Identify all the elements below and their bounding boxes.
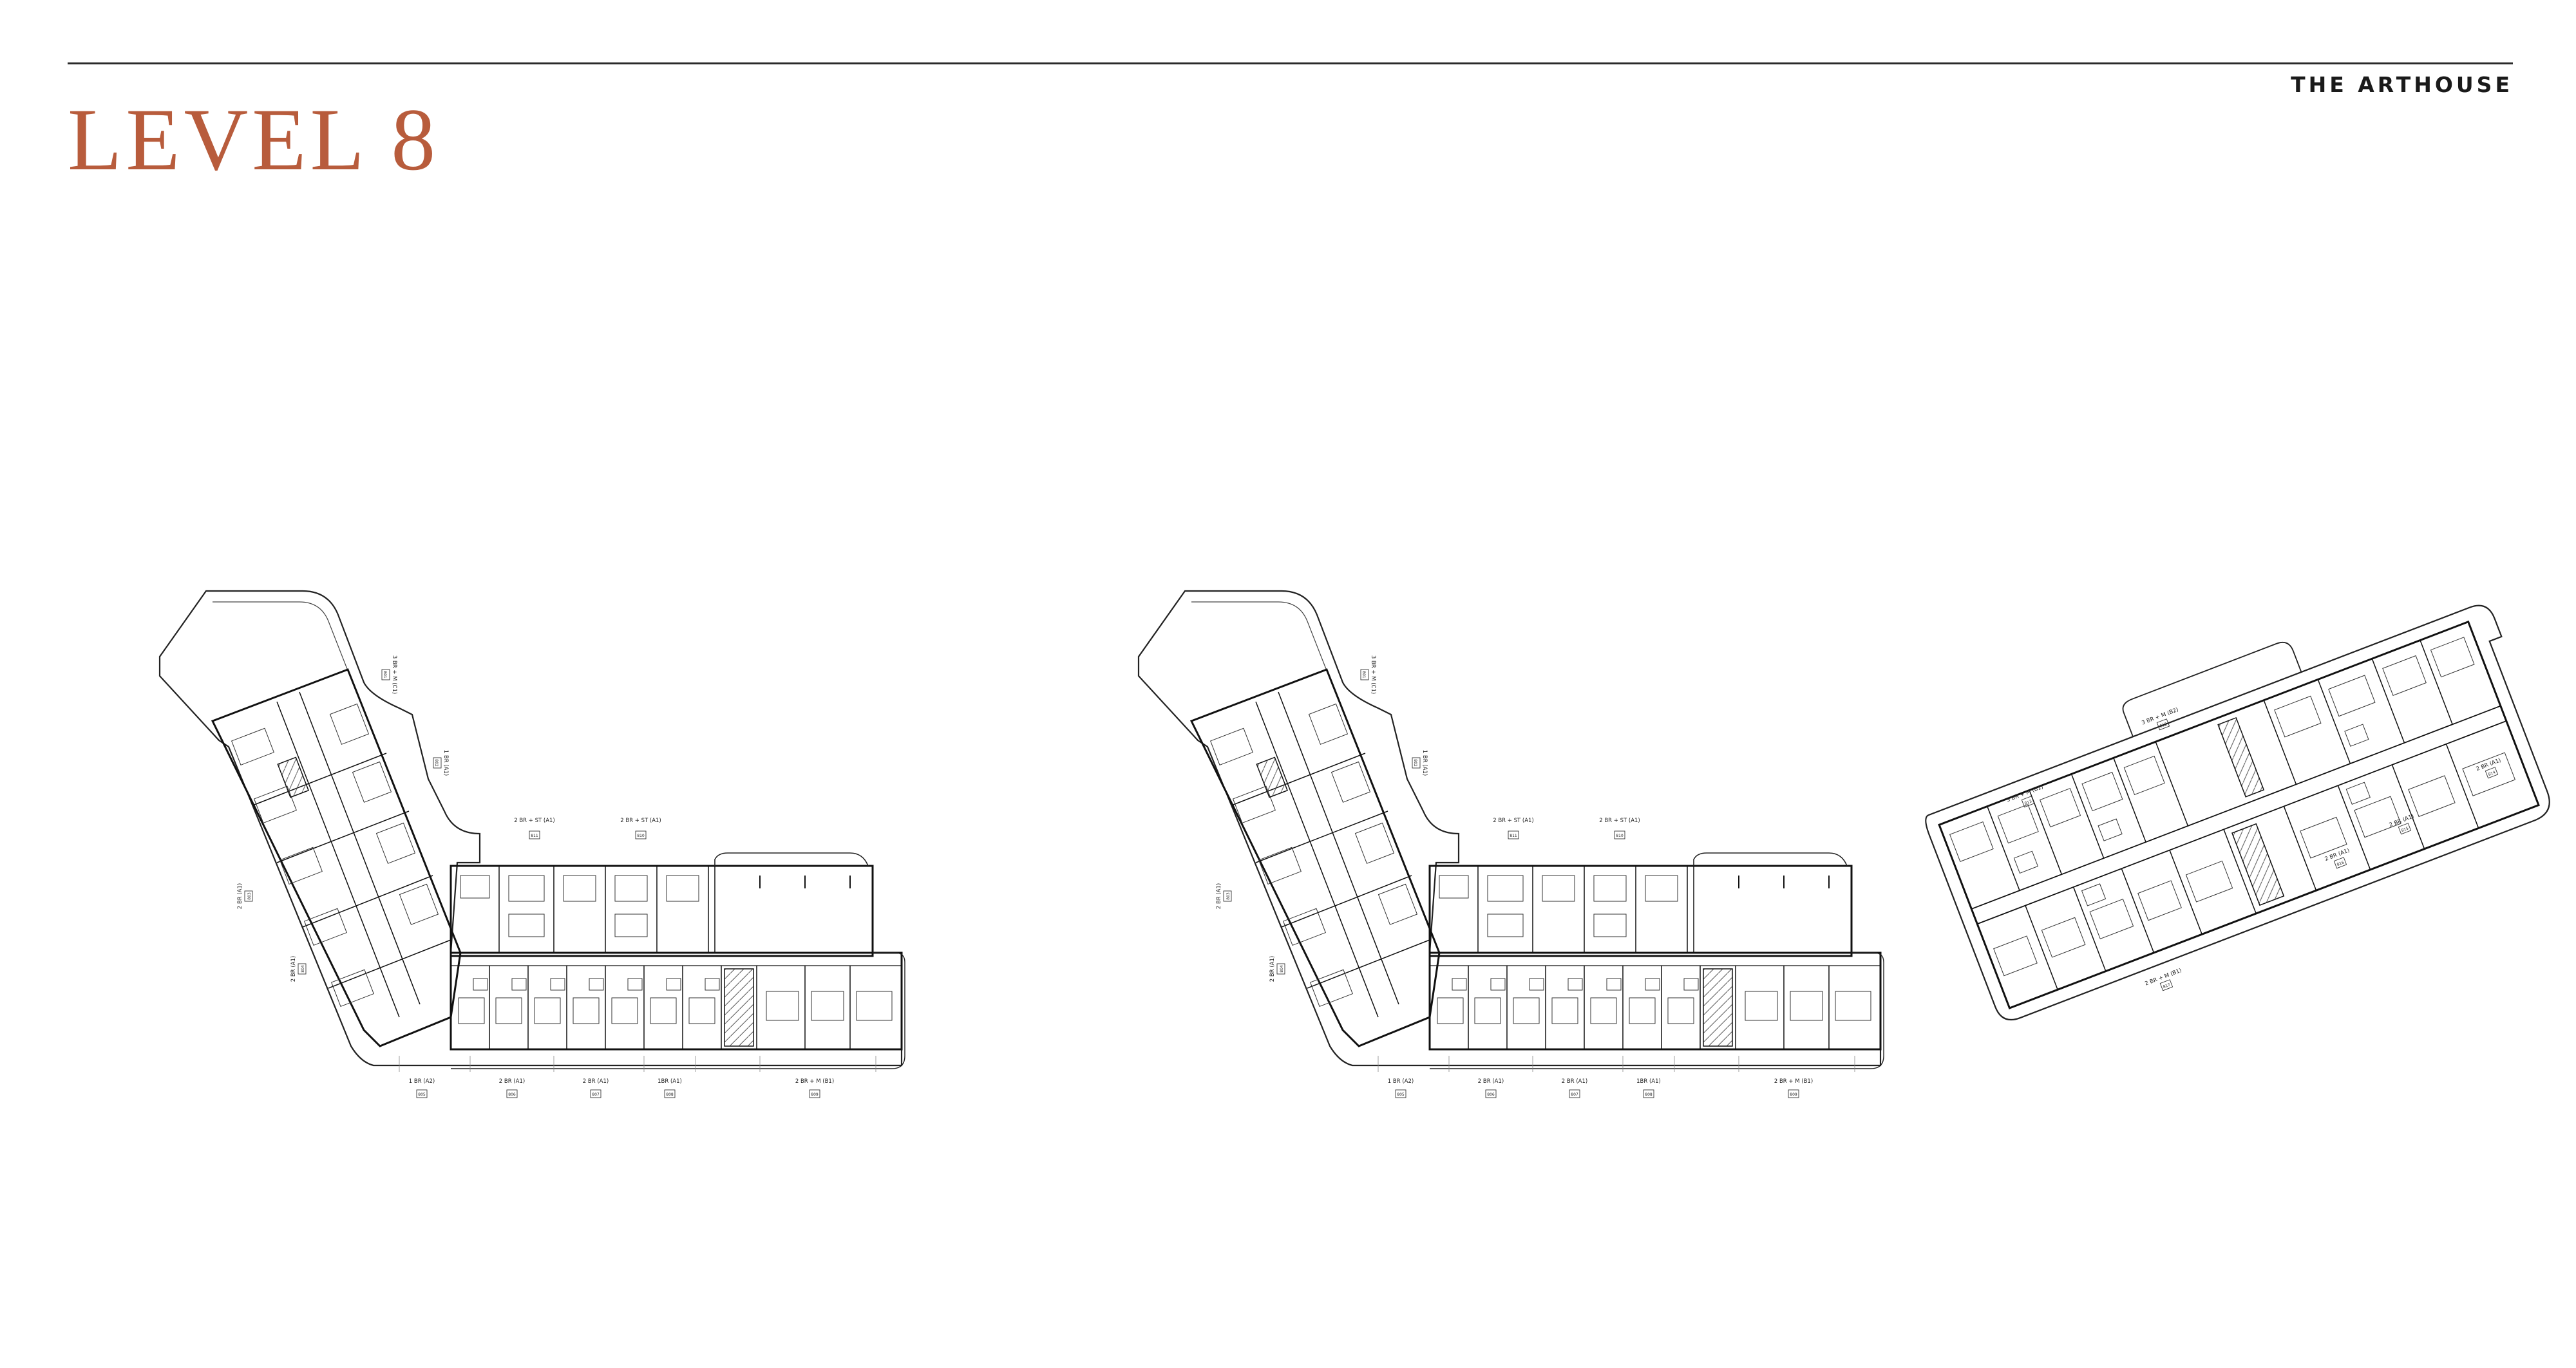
svg-text:2 BR (A1): 2 BR (A1) — [1562, 1078, 1587, 1085]
svg-text:808: 808 — [1645, 1092, 1653, 1097]
unit-label: 3 BR + M (B1) 813 — [2005, 784, 2044, 808]
svg-text:810: 810 — [637, 834, 645, 838]
unit-label: 2 BR (A1) 804 — [290, 956, 307, 982]
top-rule — [68, 62, 2513, 64]
unit-label: 1BR (A1) 808 — [1636, 1078, 1661, 1098]
plan-wing-left: 2 BR + ST (A1) 811 2 BR + ST (A1) 810 1 … — [158, 590, 906, 1098]
unit-label: 2 BR + ST (A1) 810 — [1599, 818, 1640, 839]
svg-text:801: 801 — [1361, 671, 1366, 679]
unit-label: 2 BR (A1) 814 — [2476, 757, 2502, 779]
svg-text:2 BR + ST (A1): 2 BR + ST (A1) — [514, 818, 555, 824]
unit-label: 2 BR (A1) 807 — [1562, 1078, 1587, 1098]
unit-label: 2 BR + M (B1) 809 — [1774, 1078, 1813, 1098]
svg-text:3 BR + M (C1): 3 BR + M (C1) — [391, 655, 397, 694]
svg-text:815: 815 — [2401, 826, 2409, 833]
unit-label: 2 BR + ST (A1) 811 — [514, 818, 555, 839]
svg-text:813: 813 — [2024, 799, 2032, 806]
svg-text:2 BR + ST (A1): 2 BR + ST (A1) — [620, 818, 661, 824]
svg-text:2 BR + M (B1): 2 BR + M (B1) — [795, 1078, 834, 1085]
svg-text:814: 814 — [2488, 770, 2496, 777]
unit-label: 2 BR (A1) 816 — [2324, 847, 2351, 869]
svg-text:2 BR (A1): 2 BR (A1) — [499, 1078, 525, 1085]
unit-label: 2 BR (A1) 806 — [1478, 1078, 1504, 1098]
svg-text:1 BR (A2): 1 BR (A2) — [409, 1078, 435, 1085]
svg-text:804: 804 — [301, 965, 305, 973]
svg-text:806: 806 — [508, 1092, 516, 1097]
svg-text:2 BR (A1): 2 BR (A1) — [583, 1078, 609, 1085]
svg-text:816: 816 — [2336, 860, 2345, 867]
svg-text:811: 811 — [1510, 834, 1517, 838]
svg-text:1 BR (A2): 1 BR (A2) — [1388, 1078, 1414, 1085]
svg-text:2 BR (A1): 2 BR (A1) — [290, 956, 297, 982]
svg-text:810: 810 — [1616, 834, 1624, 838]
svg-text:2 BR (A1): 2 BR (A1) — [2389, 813, 2415, 829]
svg-text:1BR (A1): 1BR (A1) — [1636, 1078, 1661, 1085]
svg-text:805: 805 — [418, 1092, 426, 1097]
unit-label: 2 BR (A1) 815 — [2389, 813, 2415, 835]
svg-text:2 BR (A1): 2 BR (A1) — [2324, 847, 2351, 863]
unit-label: 3 BR + M (C1) 801 — [1360, 655, 1376, 694]
svg-text:2 BR + ST (A1): 2 BR + ST (A1) — [1599, 818, 1640, 824]
svg-text:3 BR + M (C1): 3 BR + M (C1) — [1370, 655, 1376, 694]
unit-label: 1BR (A1) 808 — [658, 1078, 682, 1098]
svg-text:803: 803 — [1226, 892, 1231, 900]
svg-text:806: 806 — [1487, 1092, 1495, 1097]
svg-text:1BR (A1): 1BR (A1) — [658, 1078, 682, 1085]
plan-east-building — [1925, 604, 2550, 1021]
svg-text:2 BR + ST (A1): 2 BR + ST (A1) — [1493, 818, 1534, 824]
svg-text:807: 807 — [592, 1092, 600, 1097]
unit-label: 3 BR + M (C1) 801 — [381, 655, 397, 694]
svg-text:804: 804 — [1280, 965, 1284, 973]
unit-label: 2 BR + ST (A1) 810 — [620, 818, 661, 839]
svg-text:2 BR (A1): 2 BR (A1) — [237, 883, 243, 909]
svg-text:817: 817 — [2163, 982, 2171, 989]
unit-label: 2 BR + M (B1) 817 — [2144, 968, 2183, 991]
svg-text:1 BR (A1): 1 BR (A1) — [1421, 750, 1428, 776]
svg-text:802: 802 — [434, 759, 439, 767]
svg-text:2 BR (A1): 2 BR (A1) — [2476, 757, 2502, 773]
svg-text:802: 802 — [1413, 759, 1417, 767]
unit-label: 2 BR + M (B1) 809 — [795, 1078, 834, 1098]
svg-text:807: 807 — [1571, 1092, 1578, 1097]
svg-text:2 BR (A1): 2 BR (A1) — [1269, 956, 1276, 982]
svg-text:803: 803 — [247, 892, 252, 900]
svg-text:811: 811 — [531, 834, 538, 838]
unit-label: 1 BR (A1) 802 — [433, 750, 449, 776]
unit-label: 1 BR (A2) 805 — [1388, 1078, 1414, 1098]
svg-text:809: 809 — [811, 1092, 819, 1097]
unit-label: 1 BR (A2) 805 — [409, 1078, 435, 1098]
unit-label: 1 BR (A1) 802 — [1412, 750, 1428, 776]
unit-label: 2 BR (A1) 804 — [1269, 956, 1285, 982]
svg-text:801: 801 — [383, 671, 387, 679]
svg-text:2 BR (A1): 2 BR (A1) — [1478, 1078, 1504, 1085]
page-title: LEVEL 8 — [68, 90, 440, 189]
plan-wing-middle: 2 BR + ST (A1) 811 2 BR + ST (A1) 810 1 … — [1137, 590, 1885, 1098]
brand-name: THE ARTHOUSE — [2291, 72, 2513, 97]
unit-label: 2 BR + ST (A1) 811 — [1493, 818, 1534, 839]
svg-text:809: 809 — [1790, 1092, 1797, 1097]
svg-text:1 BR (A1): 1 BR (A1) — [442, 750, 449, 776]
svg-text:2 BR (A1): 2 BR (A1) — [1216, 883, 1222, 909]
unit-label: 2 BR (A1) 803 — [1216, 883, 1232, 909]
svg-text:812: 812 — [2159, 722, 2168, 729]
svg-text:808: 808 — [666, 1092, 674, 1097]
unit-label: 2 BR (A1) 806 — [499, 1078, 525, 1098]
unit-label: 2 BR (A1) 807 — [583, 1078, 609, 1098]
svg-text:2 BR + M (B1): 2 BR + M (B1) — [1774, 1078, 1813, 1085]
svg-text:805: 805 — [1397, 1092, 1405, 1097]
unit-label: 2 BR (A1) 803 — [237, 883, 253, 909]
